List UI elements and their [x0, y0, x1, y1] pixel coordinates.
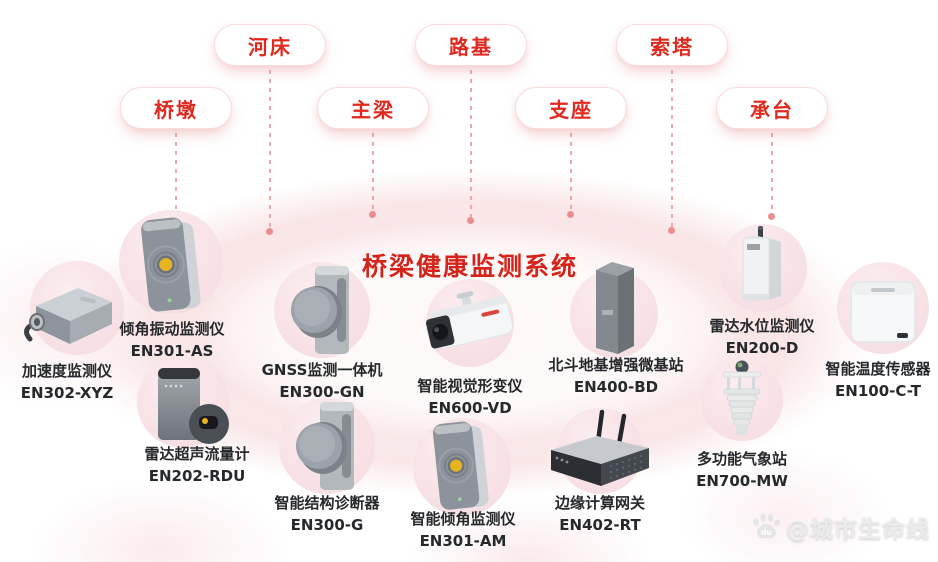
beidou-base-station-icon [596, 262, 634, 354]
device-caption: 智能结构诊断器 EN300-G [232, 492, 422, 536]
device-model: EN200-D [725, 339, 799, 357]
device-caption: 倾角振动监测仪 EN301-AS [77, 318, 267, 362]
node-pill-riverbed: 河床 [214, 24, 326, 66]
connector-dot [369, 211, 376, 218]
device-model: EN302-XYZ [20, 384, 114, 402]
device-caption: 加速度监测仪 EN302-XYZ [0, 360, 162, 404]
device-name: 雷达超声流量计 [144, 445, 250, 463]
device-model: EN300-G [290, 516, 364, 534]
watermark-text: @城市生命线 [786, 517, 930, 543]
device-model: EN202-RDU [148, 467, 246, 485]
device-caption: 智能温度传感器 EN100-C-T [783, 358, 938, 402]
svg-text:du: du [761, 528, 772, 537]
node-pill-bridge-pier: 桥墩 [120, 87, 232, 129]
connector-dot [567, 211, 574, 218]
structure-diagnoser-icon [296, 402, 354, 490]
device-model: EN100-C-T [835, 382, 921, 400]
weather-station-icon [722, 360, 762, 435]
paw-icon: du [753, 513, 780, 539]
device-caption: 边缘计算网关 EN402-RT [505, 492, 695, 536]
connector-line-zhizuo [570, 133, 572, 214]
device-name: 智能温度传感器 [825, 360, 931, 378]
device-name: 雷达水位监测仪 [709, 317, 815, 335]
device-name: 多功能气象站 [696, 450, 787, 468]
connector-line-zhuliang [372, 133, 374, 214]
vision-deformation-camera-icon [425, 291, 513, 349]
device-caption: 雷达超声流量计 EN202-RDU [102, 443, 292, 487]
gnss-monitor-icon [291, 266, 349, 354]
node-pill-bearing: 支座 [515, 87, 627, 129]
node-pill-cable-tower: 索塔 [616, 24, 728, 66]
connector-line-hechuang [269, 70, 271, 231]
radar-water-level-icon [742, 226, 781, 301]
node-pill-roadbed: 路基 [415, 24, 527, 66]
connector-dot [467, 217, 474, 224]
tilt-vibration-sensor-icon [141, 217, 201, 312]
device-model: EN600-VD [428, 399, 512, 417]
tilt-sensor-icon [432, 421, 489, 510]
device-model: EN402-RT [559, 516, 641, 534]
connector-dot [668, 227, 675, 234]
node-pill-pile-cap: 承台 [716, 87, 828, 129]
page-title: 桥梁健康监测系统 [361, 252, 579, 281]
device-name: 边缘计算网关 [554, 494, 645, 512]
connector-line-qiaodun [175, 133, 177, 216]
connector-line-chengtai [771, 133, 773, 216]
device-name: 倾角振动监测仪 [119, 320, 225, 338]
device-name: 加速度监测仪 [21, 362, 112, 380]
connector-line-suota [671, 70, 673, 230]
connector-dot [266, 228, 273, 235]
device-model: EN700-MW [696, 472, 788, 490]
device-caption: 北斗地基增强微基站 EN400-BD [521, 354, 711, 398]
connector-line-luji [470, 70, 472, 220]
device-caption: 雷达水位监测仪 EN200-D [667, 315, 857, 359]
device-name: 智能结构诊断器 [274, 494, 380, 512]
temperature-sensor-icon [850, 281, 916, 343]
device-caption: 多功能气象站 EN700-MW [647, 448, 837, 492]
node-pill-main-girder: 主梁 [317, 87, 429, 129]
connector-dot [768, 213, 775, 220]
watermark: du @城市生命线 [751, 510, 930, 544]
device-model: EN400-BD [573, 378, 659, 396]
